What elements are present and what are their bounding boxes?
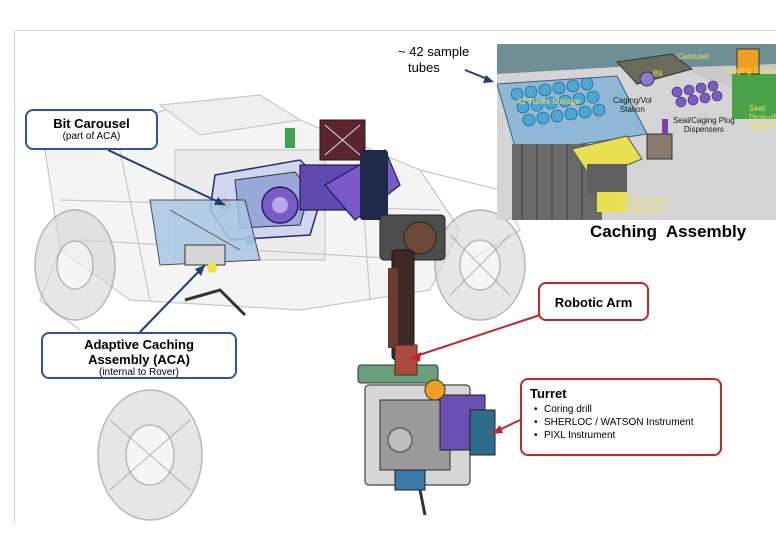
handling-arm-line1: 3 DOF Sample — [615, 196, 668, 205]
aca-callout: Adaptive Caching Assembly (ACA) (interna… — [41, 332, 237, 379]
aca-subtitle: (internal to Rover) — [98, 367, 180, 378]
inset-label-carousel: Carousel — [677, 52, 710, 61]
sample-tubes-line2: tubes — [408, 60, 440, 75]
turret-item: SHERLOC / WATSON Instrument — [534, 416, 712, 429]
inset-label-tubes-storage: 42 Tubes Storage — [517, 97, 581, 106]
inset-label-caging-volume: Caging/Vol Station — [613, 96, 652, 114]
frame-left-line — [14, 30, 15, 524]
caging-volume-line1: Caging/Vol — [613, 96, 652, 105]
bit-carousel-subtitle: (part of ACA) — [62, 131, 121, 142]
bit-carousel-assembly — [209, 119, 371, 245]
caching-assembly-inset: 42 Tubes Storage Bit Carousel Imaging St… — [497, 44, 776, 220]
sample-tubes-line1: ~ 42 sample — [398, 44, 470, 59]
seal-drop-line2: Drop-off — [749, 113, 776, 122]
inset-label-handling-arm: 3 DOF Sample Handling Arm — [615, 196, 668, 214]
turret-title: Turret — [530, 386, 567, 401]
seal-drop-line1: Seal — [749, 104, 766, 113]
inset-label-imaging-station: Imaging Station — [723, 66, 776, 75]
seal-plug-line1: Seal/Caging Plug — [673, 116, 735, 125]
caching-assembly-image — [497, 44, 776, 220]
robotic-arm-callout: Robotic Arm — [538, 282, 649, 321]
aca-title-line1: Adaptive Caching — [84, 337, 194, 352]
frame-top-line — [14, 30, 776, 31]
aca-title-line2: Assembly (ACA) — [88, 352, 190, 367]
aca-internal-parts — [149, 199, 261, 273]
caging-volume-line2: Station — [619, 105, 645, 114]
callout-arrows — [107, 69, 541, 434]
inset-label-seal-drop: Seal Drop-off Hidden — [749, 104, 776, 131]
turret — [364, 379, 496, 516]
inset-label-seal-plug: Seal/Caging Plug Dispensers — [673, 116, 735, 134]
caching-assembly-caption: Caching Assembly — [590, 222, 747, 241]
turret-item-list: Coring drill SHERLOC / WATSON Instrument… — [530, 403, 712, 442]
inset-label-bit: Bit — [653, 69, 663, 78]
robotic-arm — [324, 149, 446, 384]
robotic-arm-title: Robotic Arm — [554, 295, 633, 310]
handling-arm-line2: Handling Arm — [617, 205, 666, 214]
turret-callout: Turret Coring drill SHERLOC / WATSON Ins… — [520, 378, 722, 456]
seal-plug-line2: Dispensers — [683, 125, 724, 134]
sample-tubes-note: ~ 42 sample tubes — [398, 44, 469, 76]
turret-item: Coring drill — [534, 403, 712, 416]
turret-item: PIXL Instrument — [534, 429, 712, 442]
bit-carousel-callout: Bit Carousel (part of ACA) — [25, 109, 158, 150]
bit-carousel-title: Bit Carousel — [53, 116, 130, 131]
seal-drop-line3: Hidden — [749, 122, 775, 131]
